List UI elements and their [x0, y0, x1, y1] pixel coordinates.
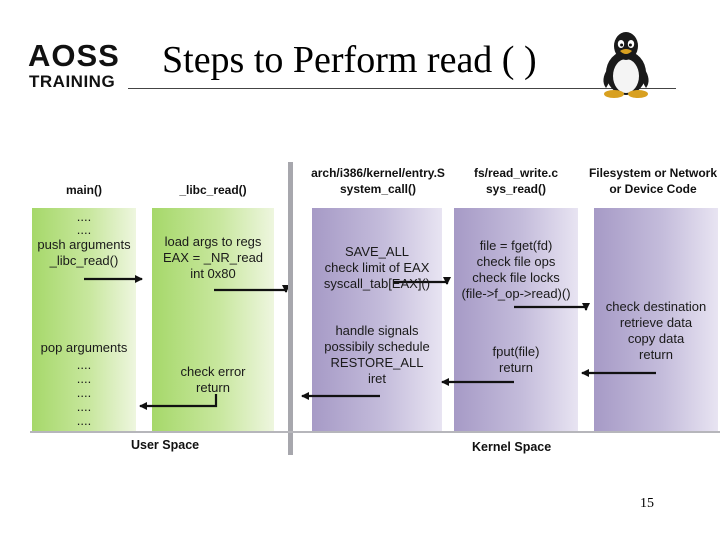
title-underline	[128, 88, 676, 89]
slide-title: Steps to Perform read ( )	[162, 39, 537, 81]
system-call-column-box	[312, 208, 442, 432]
header-system-call: system_call()	[339, 182, 417, 196]
header-sys-read: sys_read()	[485, 182, 547, 196]
sysread-f-op-read: (file->f_op->read)()	[461, 286, 571, 301]
diagram-graphics	[32, 208, 718, 432]
device-check-destination: check destination	[605, 299, 707, 314]
page-number: 15	[640, 496, 654, 511]
arrow-libc-to-main	[139, 394, 218, 410]
device-copy-data: copy data	[627, 331, 685, 346]
sysread-check-file-ops: check file ops	[476, 254, 556, 269]
main-dots-bottom-5: ....	[76, 413, 92, 428]
header-filesystem-network: Filesystem or Network	[588, 166, 718, 180]
sys-read-column-box	[454, 208, 578, 432]
device-retrieve-data: retrieve data	[619, 315, 693, 330]
syscall-restore-all: RESTORE_ALL	[330, 355, 424, 370]
kernel-space-label: Kernel Space	[472, 440, 552, 454]
syscall-tab-eax: syscall_tab[EAX]()	[323, 276, 431, 291]
libc-return: return	[196, 380, 230, 395]
system-call-column: SAVE_ALL check limit of EAX syscall_tab[…	[312, 210, 442, 432]
sys-read-column: file = fget(fd) check file ops check fil…	[454, 210, 578, 432]
main-dots-top-1: ....	[76, 209, 92, 224]
main-dots-top-2: ....	[76, 222, 92, 237]
sysread-fget: file = fget(fd)	[479, 238, 553, 253]
arrow-sysread-to-device	[514, 303, 590, 311]
syscall-handle-signals: handle signals	[335, 323, 419, 338]
arrow-libc-to-syscall	[214, 285, 290, 293]
arrow-syscall-to-sysread	[394, 277, 451, 285]
main-dots-bottom-1: ....	[76, 357, 92, 372]
syscall-save-all: SAVE_ALL	[344, 244, 410, 259]
syscall-possibily-schedule: possibily schedule	[324, 339, 430, 354]
user-kernel-divider	[288, 162, 293, 455]
read-syscall-diagram: main() _libc_read() arch/i386/kernel/ent…	[30, 162, 720, 464]
aoss-training-logo: AOSS TRAINING	[28, 40, 128, 98]
libc-read-column-box	[152, 208, 274, 432]
header-read-write-c: fs/read_write.c	[473, 166, 559, 180]
syscall-check-limit: check limit of EAX	[324, 260, 430, 275]
libc-int-0x80: int 0x80	[190, 266, 236, 281]
logo-line-training: TRAINING	[29, 72, 116, 91]
libc-read-column: load args to regs EAX = _NR_read int 0x8…	[152, 210, 274, 432]
libc-load-args: load args to regs	[164, 234, 262, 249]
header-libc-read: _libc_read()	[179, 183, 247, 197]
header-entry-s: arch/i386/kernel/entry.S	[311, 166, 445, 180]
main-pop-arguments: pop arguments	[40, 340, 128, 355]
tux-penguin-icon	[603, 32, 649, 98]
device-code-column-box	[594, 208, 718, 432]
device-code-column: check destination retrieve data copy dat…	[594, 210, 718, 432]
header-device-code: or Device Code	[609, 182, 697, 196]
main-column-box	[32, 208, 136, 432]
main-column: .... .... push arguments _libc_read() po…	[32, 210, 136, 432]
header-main: main()	[66, 183, 102, 197]
main-dots-bottom-3: ....	[76, 385, 92, 400]
main-push-arguments: push arguments	[37, 237, 131, 252]
libc-check-error: check error	[180, 364, 246, 379]
device-return: return	[639, 347, 673, 362]
sysread-fput: fput(file)	[492, 344, 540, 359]
libc-eax-nr-read: EAX = _NR_read	[162, 250, 264, 265]
logo-line-aoss: AOSS	[28, 38, 120, 73]
sysread-return: return	[499, 360, 533, 375]
sysread-check-file-locks: check file locks	[472, 270, 560, 285]
main-call-libc-read: _libc_read()	[49, 253, 119, 268]
main-dots-bottom-2: ....	[76, 371, 92, 386]
diagram-baseline	[30, 431, 720, 433]
user-space-label: User Space	[131, 438, 200, 452]
main-dots-bottom-4: ....	[76, 399, 92, 414]
syscall-iret: iret	[367, 371, 387, 386]
